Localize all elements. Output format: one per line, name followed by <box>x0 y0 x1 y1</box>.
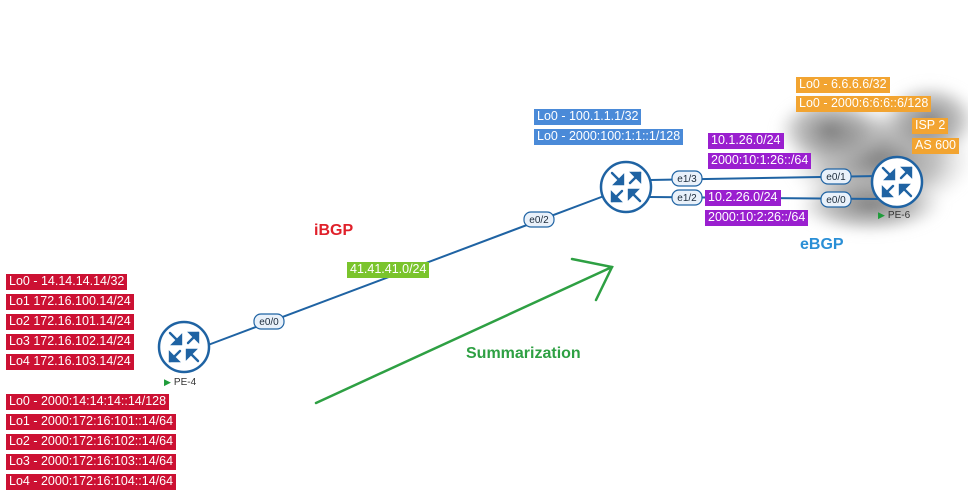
svg-text:e0/1: e0/1 <box>826 172 846 183</box>
pe4-ipv6-loopback: Lo4 - 2000:172:16:104::14/64 <box>6 474 177 490</box>
svg-text:e0/0: e0/0 <box>259 317 279 328</box>
core-loopback-ipv4: Lo0 - 100.1.1.1/32 <box>534 109 642 125</box>
router-pe4-icon[interactable] <box>157 320 211 374</box>
ibgp-label: iBGP <box>314 222 354 239</box>
link1-ipv6-subnet: 2000:10:1:26::/64 <box>708 153 812 169</box>
pe4-name-text: PE-4 <box>173 377 197 388</box>
pe6-device-name: ▶PE-6 <box>878 210 910 221</box>
core-loopback-ipv6: Lo0 - 2000:100:1:1::1/128 <box>534 129 684 145</box>
router-pe6-icon[interactable] <box>870 155 924 209</box>
pe4-ipv4-loopback: Lo4 172.16.103.14/24 <box>6 354 134 370</box>
svg-text:e0/2: e0/2 <box>529 215 549 226</box>
pe4-ipv4-loopback: Lo2 172.16.101.14/24 <box>6 314 134 330</box>
play-icon: ▶ <box>164 377 171 387</box>
interface-pe6-e0-1[interactable]: e0/1 <box>820 168 852 185</box>
pe4-ipv6-loopback: Lo2 - 2000:172:16:102::14/64 <box>6 434 177 450</box>
summarization-arrow <box>314 257 614 405</box>
interface-pe4-e0-0[interactable]: e0/0 <box>253 313 285 330</box>
interface-core-e0-2[interactable]: e0/2 <box>523 211 555 228</box>
pe6-loopback-ipv4: Lo0 - 6.6.6.6/32 <box>796 77 890 93</box>
svg-text:e0/0: e0/0 <box>826 195 846 206</box>
ibgp-subnet-label: 41.41.41.0/24 <box>347 262 430 278</box>
pe4-ipv6-loopback: Lo0 - 2000:14:14:14::14/128 <box>6 394 170 410</box>
pe6-loopback-ipv6: Lo0 - 2000:6:6:6::6/128 <box>796 96 932 112</box>
svg-text:e1/3: e1/3 <box>677 174 697 185</box>
ebgp-label: eBGP <box>800 236 844 253</box>
pe4-ipv4-loopback: Lo1 172.16.100.14/24 <box>6 294 134 310</box>
pe4-ipv4-loopback: Lo3 172.16.102.14/24 <box>6 334 134 350</box>
play-icon: ▶ <box>878 210 885 220</box>
interface-pe6-e0-0[interactable]: e0/0 <box>820 191 852 208</box>
interface-core-e1-3[interactable]: e1/3 <box>671 170 703 187</box>
svg-text:e1/2: e1/2 <box>677 193 697 204</box>
pe4-device-name: ▶PE-4 <box>164 377 196 388</box>
link2-ipv4-subnet: 10.2.26.0/24 <box>705 190 781 206</box>
isp-name: ISP 2 <box>912 118 949 134</box>
isp-as-number: AS 600 <box>912 138 960 154</box>
pe6-name-text: PE-6 <box>887 210 911 221</box>
link2-ipv6-subnet: 2000:10:2:26::/64 <box>705 210 809 226</box>
router-core-icon[interactable] <box>599 160 653 214</box>
pe4-ipv6-loopback: Lo1 - 2000:172:16:101::14/64 <box>6 414 177 430</box>
link1-ipv4-subnet: 10.1.26.0/24 <box>708 133 784 149</box>
pe4-ipv4-loopback: Lo0 - 14.14.14.14/32 <box>6 274 128 290</box>
pe4-ipv6-loopback: Lo3 - 2000:172:16:103::14/64 <box>6 454 177 470</box>
summarization-label: Summarization <box>466 345 581 362</box>
interface-core-e1-2[interactable]: e1/2 <box>671 189 703 206</box>
